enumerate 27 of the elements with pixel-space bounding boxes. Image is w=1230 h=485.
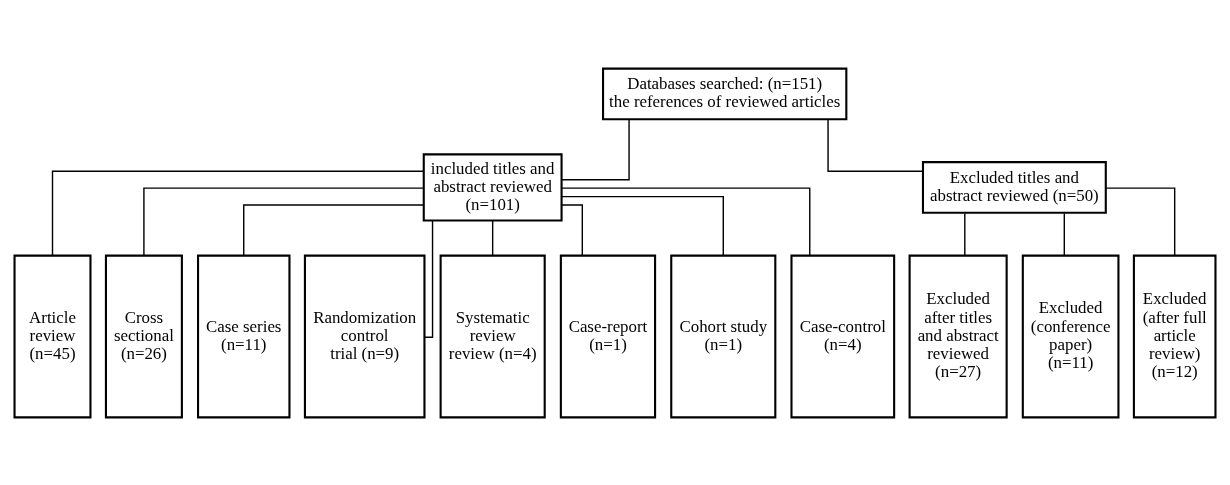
node-box: Excluded after titles and abstract reviewed (n=27): [908, 254, 1008, 418]
node-box: Randomization control trial (n=9): [303, 254, 426, 418]
connector: [143, 186, 425, 256]
connector: [827, 118, 924, 172]
connector: [561, 203, 583, 256]
node-box: Excluded titles and abstract reviewed (n=50): [921, 160, 1107, 214]
connector: [964, 212, 966, 256]
connector: [491, 219, 494, 256]
connector: [561, 186, 811, 256]
node-box: Case series (n=11): [197, 254, 291, 418]
connector: [424, 219, 434, 338]
node-box: Cohort study (n=1): [670, 254, 777, 418]
node-box: Case-report (n=1): [559, 254, 657, 418]
connector: [561, 195, 724, 256]
connector: [1063, 212, 1065, 256]
node-box: included titles and abstract reviewed (n=101): [422, 152, 563, 222]
connector: [1105, 186, 1176, 256]
node-box: Systematic review review (n=4): [439, 254, 546, 418]
node-box: Case-control (n=4): [790, 254, 896, 418]
connector: [51, 170, 425, 256]
connector: [560, 118, 630, 180]
connector: [243, 203, 425, 256]
node-box: Excluded (conference paper) (n=11): [1021, 254, 1120, 418]
node-box: Databases searched: (n=151) the references of reviewed articles: [602, 67, 848, 120]
node-box: Excluded (after full article review) (n=12): [1132, 254, 1217, 418]
node-box: Article review (n=45): [13, 254, 92, 418]
node-box: Cross sectional (n=26): [104, 254, 183, 418]
